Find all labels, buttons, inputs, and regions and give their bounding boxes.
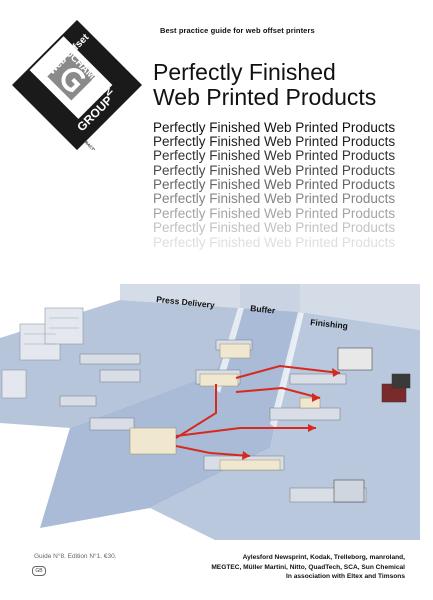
echo-line: Perfectly Finished Web Printed Products — [153, 220, 396, 235]
champion-group-logo: Web Offset CHAMPION GROUP PROMOTING BEST… — [11, 19, 143, 156]
echo-line: Perfectly Finished Web Printed Products — [153, 163, 396, 178]
echo-line: Perfectly Finished Web Printed Products — [153, 235, 396, 250]
echo-line: Perfectly Finished Web Printed Products — [153, 120, 396, 135]
partners-line: Aylesford Newsprint, Kodak, Trelleborg, … — [242, 554, 405, 561]
zone-label-buffer: Buffer — [250, 303, 277, 316]
partners-line: MEGTEC, Müller Martini, Nitto, QuadTech,… — [211, 563, 405, 571]
partners-list: Aylesford Newsprint, Kodak, Trelleborg, … — [211, 553, 405, 582]
echo-line: Perfectly Finished Web Printed Products — [153, 206, 396, 221]
echo-line: Perfectly Finished Web Printed Products — [153, 177, 396, 192]
language-badge: GB — [32, 566, 46, 576]
echo-line: Perfectly Finished Web Printed Products — [153, 191, 396, 206]
zone-label-finishing: Finishing — [310, 317, 349, 331]
echo-line: Perfectly Finished Web Printed Products — [153, 148, 396, 163]
partners-line: In association with Eltex and Timsons — [286, 573, 405, 581]
echo-line: Perfectly Finished Web Printed Products — [153, 134, 396, 149]
guide-edition-price: Guide N°8. Edition N°1. €30. — [34, 553, 117, 560]
title-line-2: Web Printed Products — [153, 84, 377, 110]
title-line-1: Perfectly Finished — [153, 59, 336, 85]
production-line-illustration: Press Delivery Buffer Finishing — [0, 278, 433, 548]
logo-graphic: Web Offset CHAMPION GROUP PROMOTING BEST… — [11, 19, 143, 156]
illustration-graphic: Press Delivery Buffer Finishing — [0, 284, 420, 540]
main-title: Perfectly Finished Web Printed Products — [153, 60, 376, 110]
guide-subtitle: Best practice guide for web offset print… — [160, 26, 315, 35]
